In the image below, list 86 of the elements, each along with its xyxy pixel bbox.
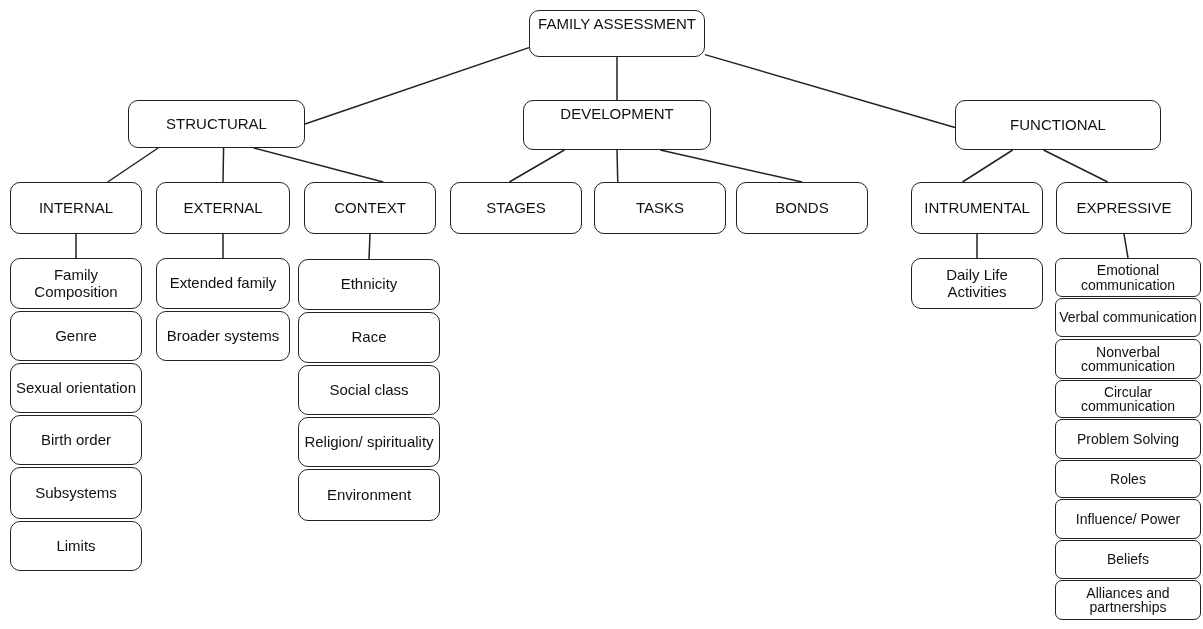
box-label: Sexual orientation xyxy=(15,379,137,397)
box-label: Emotional communication xyxy=(1079,263,1177,292)
connector-line xyxy=(616,56,618,101)
connector-line xyxy=(616,149,619,183)
category-box xyxy=(298,259,440,310)
box-label: Race xyxy=(351,329,387,346)
box-label: Subsystems xyxy=(35,484,117,502)
category-box xyxy=(523,100,711,150)
category-box xyxy=(1055,380,1201,418)
box-label: Social class xyxy=(329,381,409,399)
category-box xyxy=(1055,298,1201,337)
connector-line xyxy=(252,147,384,183)
box-label: Verbal communication xyxy=(1059,310,1197,325)
category-box xyxy=(1055,499,1201,539)
category-box xyxy=(450,182,582,234)
box-label: CONTEXT xyxy=(334,199,406,217)
category-box xyxy=(298,312,440,363)
box-label: BONDS xyxy=(775,199,829,217)
box-label: INTERNAL xyxy=(38,199,114,217)
connector-line xyxy=(976,233,978,259)
category-box xyxy=(10,363,142,413)
connector-line xyxy=(222,233,224,259)
box-label: Ethnicity xyxy=(340,276,398,293)
box-label: Limits xyxy=(56,537,96,555)
category-box xyxy=(1055,580,1201,620)
box-label: Alliances and partnerships xyxy=(1085,585,1171,615)
category-box xyxy=(298,469,440,521)
category-box xyxy=(911,258,1043,309)
category-box xyxy=(156,182,290,234)
box-label: Birth order xyxy=(41,431,111,449)
box-label: Daily Life Activities xyxy=(945,267,1009,300)
category-box xyxy=(1055,460,1201,498)
category-box xyxy=(304,182,436,234)
box-label: Environment xyxy=(326,486,412,504)
box-label: Beliefs xyxy=(1107,552,1149,567)
connector-line xyxy=(106,147,159,183)
box-label: Family Composition xyxy=(33,267,119,300)
category-box xyxy=(298,417,440,467)
connector-line xyxy=(1042,149,1109,183)
category-box xyxy=(10,311,142,361)
box-label: Roles xyxy=(1110,471,1146,487)
box-label: FAMILY ASSESSMENT xyxy=(538,16,696,33)
box-label: FUNCTIONAL xyxy=(1010,116,1106,134)
category-box xyxy=(1055,339,1201,379)
box-label: DEVELOPMENT xyxy=(560,106,674,123)
box-label: STAGES xyxy=(486,199,546,217)
category-box xyxy=(156,258,290,309)
box-label: Genre xyxy=(55,327,97,345)
connector-line xyxy=(75,233,77,259)
category-box xyxy=(529,10,705,57)
box-label: Circular communication xyxy=(1079,384,1177,414)
category-box xyxy=(10,521,142,571)
connector-line xyxy=(1123,233,1129,259)
box-label: INTRUMENTAL xyxy=(924,199,1030,217)
category-box xyxy=(156,311,290,361)
category-box xyxy=(1055,258,1201,297)
category-box xyxy=(10,467,142,519)
category-box xyxy=(1056,182,1192,234)
box-label: EXTERNAL xyxy=(183,199,263,217)
category-box xyxy=(10,182,142,234)
category-box xyxy=(594,182,726,234)
connector-line xyxy=(368,233,371,260)
category-box xyxy=(10,258,142,309)
box-label: Broader systems xyxy=(166,327,280,345)
box-label: TASKS xyxy=(635,199,685,217)
connector-line xyxy=(961,149,1014,183)
category-box xyxy=(736,182,868,234)
box-label: EXPRESSIVE xyxy=(1076,199,1172,217)
category-box xyxy=(128,100,305,148)
connector-line xyxy=(508,149,566,183)
category-box xyxy=(1055,540,1201,579)
category-box xyxy=(911,182,1043,234)
connector-line xyxy=(222,147,225,183)
box-label: Extended family xyxy=(169,275,277,292)
category-box xyxy=(10,415,142,465)
category-box xyxy=(955,100,1161,150)
box-label: STRUCTURAL xyxy=(166,115,267,133)
box-label: Religion/ spirituality xyxy=(304,433,434,451)
box-label: Influence/ Power xyxy=(1075,511,1181,527)
box-label: Problem Solving xyxy=(1077,431,1179,447)
connector-line xyxy=(304,46,530,125)
connector-line xyxy=(704,53,956,129)
box-label: Nonverbal communication xyxy=(1079,344,1177,374)
connector-line xyxy=(659,149,803,183)
category-box xyxy=(1055,419,1201,459)
category-box xyxy=(298,365,440,415)
